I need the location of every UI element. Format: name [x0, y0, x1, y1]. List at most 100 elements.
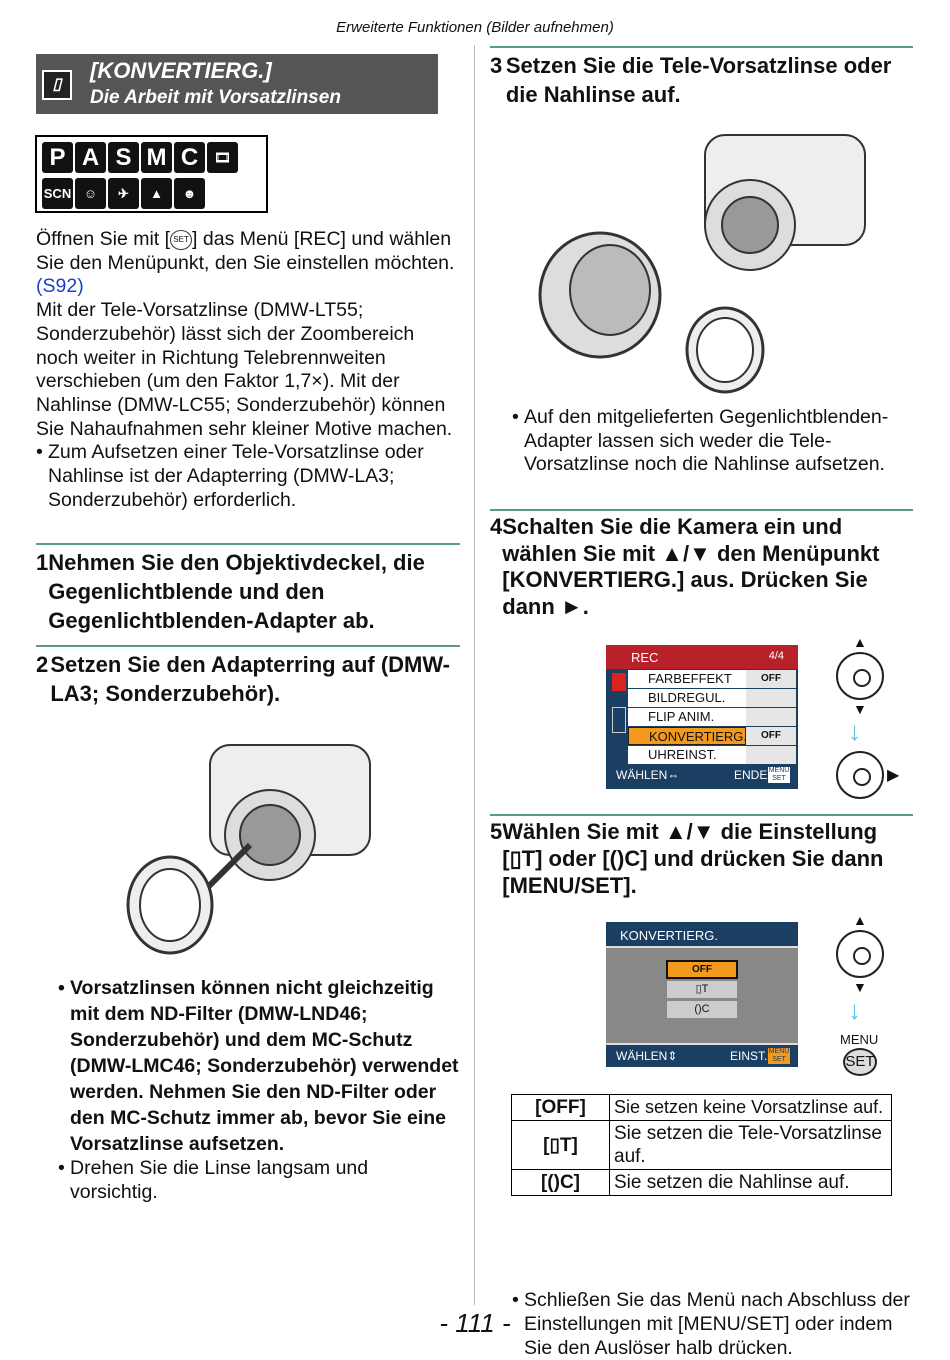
intro-text-b: ] das Menü [REC] und wählen Sie den Menü… [36, 228, 455, 274]
menu-set-badge: MENU SET [768, 767, 790, 783]
intro-text-a: Öffnen Sie mit [ [36, 228, 171, 250]
mode-p-icon: P [42, 142, 73, 173]
step-text: Setzen Sie den Adapterring auf (DMW-LA3;… [50, 652, 451, 706]
note: Drehen Sie die Linse langsam und vorsich… [58, 1157, 460, 1204]
menu-page: 4/4 [768, 650, 784, 662]
step-3-note: Auf den mitgelieferten Gegenlichtblenden… [512, 406, 912, 477]
step-number: 3 [490, 53, 503, 78]
step-text: Nehmen Sie den Objektivdeckel, die Gegen… [48, 550, 425, 633]
landscape-icon: ▲ [141, 178, 172, 209]
baby-icon: ☻ [174, 178, 205, 209]
step-text: Schalten Sie die Kamera ein und wählen S… [502, 514, 880, 619]
option-tele[interactable]: ▯T [667, 981, 737, 998]
dpad-icon [836, 652, 884, 700]
table-key: [OFF] [511, 1094, 610, 1121]
warning-note: Vorsatzlinsen können nicht gleichzeitig … [58, 975, 460, 1157]
menu-label: MENU [840, 1032, 879, 1047]
table-desc: Sie setzen die Nahlinse auf. [609, 1169, 892, 1196]
table-row: [()C]Sie setzen die Nahlinse auf. [511, 1169, 892, 1196]
table-desc: Sie setzen die Tele-Vorsatzlinse auf. [609, 1120, 892, 1170]
intro-paragraph: Mit der Tele-Vorsatzlinse (DMW-LT55; Son… [36, 299, 453, 440]
table-row: [OFF]Sie setzen keine Vorsatzlinse auf. [511, 1094, 892, 1121]
down-arrow-icon: ▼ [853, 701, 867, 717]
dpad-icon [836, 930, 884, 978]
intro-bullet: Zum Aufsetzen einer Tele-Vorsatzlinse od… [36, 441, 461, 512]
mode-s-icon: S [108, 142, 139, 173]
menu-header: REC 4/4 [606, 645, 798, 669]
up-arrow-icon: ▲ [853, 634, 867, 650]
scene-icon: SCN [42, 178, 73, 209]
footer-set: EINST. [730, 1049, 768, 1063]
step-number: 4 [490, 514, 503, 539]
step-number: 5 [490, 819, 503, 844]
right-arrow-icon: ▶ [887, 767, 900, 784]
table-row: [▯T]Sie setzen die Tele-Vorsatzlinse auf… [511, 1120, 892, 1170]
menu-item-uhreinst[interactable]: UHREINST. [628, 746, 746, 764]
page-header: Erweiterte Funktionen (Bilder aufnehmen) [336, 19, 614, 36]
step-number: 1 [36, 550, 49, 575]
camera-adapter-illustration [126, 744, 371, 955]
column-divider [474, 45, 475, 1305]
menu-value [746, 746, 796, 764]
menu-item-flip-anim[interactable]: FLIP ANIM. [628, 708, 746, 726]
menu-value: OFF [746, 727, 796, 745]
up-arrow-icon: ▲ [853, 912, 867, 928]
option-close-up[interactable]: ()C [667, 1001, 737, 1018]
step-text: Wählen Sie mit ▲/▼ die Einstellung [▯T] … [502, 819, 884, 898]
rule [490, 509, 913, 511]
menu-item-bildregul[interactable]: BILDREGUL. [628, 689, 746, 707]
menu-title: REC [631, 650, 659, 665]
blue-arrow-icon: ↓ [848, 995, 861, 1025]
step-text: Setzen Sie die Tele-Vorsatzlinse oder di… [505, 53, 892, 107]
rule [490, 814, 913, 816]
setup-tab-icon [612, 707, 626, 733]
camera-tab-icon [612, 673, 626, 691]
section-title: [KONVERTIERG.] [90, 58, 272, 83]
intro-text: Öffnen Sie mit [SET] das Menü [REC] und … [36, 228, 461, 512]
dpad-icon [836, 751, 884, 799]
rule [490, 46, 913, 48]
menu-item-farbeffekt[interactable]: FARBEFFEKT [628, 670, 746, 688]
section-subtitle: Die Arbeit mit Vorsatzlinsen [90, 87, 341, 108]
blue-arrow-icon: ↓ [848, 716, 861, 746]
menu-value [746, 689, 796, 707]
mode-c-icon: C [174, 142, 205, 173]
menu-value [746, 708, 796, 726]
rule [36, 645, 460, 647]
conversion-lens-icon: ▯ [42, 70, 72, 100]
screen-header: KONVERTIERG. [606, 922, 798, 948]
table-key: [()C] [511, 1169, 610, 1196]
table-key: [▯T] [511, 1120, 610, 1170]
step-2-notes: Vorsatzlinsen können nicht gleichzeitig … [58, 975, 460, 1204]
settings-table: [OFF]Sie setzen keine Vorsatzlinse auf. … [511, 1094, 892, 1196]
menu-set-button-icon: SET [843, 1048, 877, 1076]
movie-icon: 🎞 [207, 142, 238, 173]
page-number: - 111 - [439, 1308, 511, 1338]
footer-select: WÄHLEN⇔ [616, 768, 680, 782]
menu-set-icon: SET [170, 229, 193, 250]
camera-lens-illustration [538, 134, 866, 394]
footer-select: WÄHLEN⇕ [616, 1049, 678, 1063]
mode-a-icon: A [75, 142, 106, 173]
menu-set-badge: MENU SET [768, 1048, 790, 1064]
konvertierg-screen: KONVERTIERG. OFF ▯T ()C WÄHLEN⇕ EINST. M… [606, 922, 798, 1067]
step-number: 2 [36, 652, 49, 677]
menu-item-konvertierg[interactable]: KONVERTIERG. [628, 727, 747, 745]
section-title-box: ▯ [KONVERTIERG.] Die Arbeit mit Vorsatzl… [36, 54, 438, 114]
rule [36, 543, 460, 545]
screen-footer: WÄHLEN⇕ EINST. MENU SET [606, 1043, 798, 1067]
option-off[interactable]: OFF [666, 960, 738, 979]
down-arrow-icon: ▼ [853, 979, 867, 995]
menu-value: OFF [746, 670, 796, 688]
portrait-icon: ☺ [75, 178, 106, 209]
page-link[interactable]: (S92) [36, 275, 84, 298]
mode-m-icon: M [141, 142, 172, 173]
sports-icon: ✈ [108, 178, 139, 209]
screen-title: KONVERTIERG. [620, 928, 719, 943]
